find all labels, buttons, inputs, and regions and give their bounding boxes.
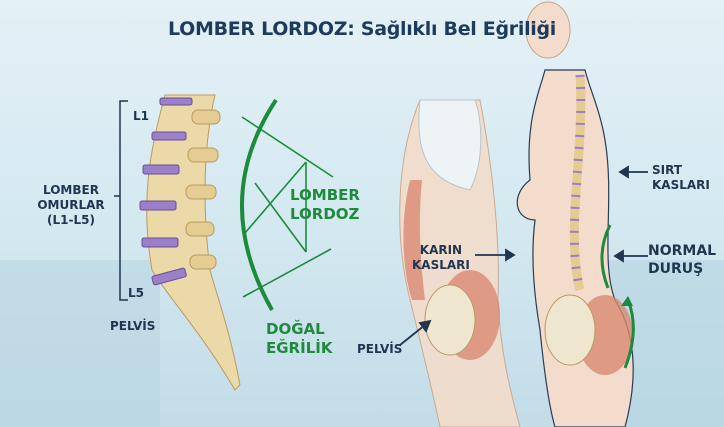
text: LOMBER	[43, 183, 99, 197]
text: LORDOZ	[290, 205, 360, 223]
pointer-arrows	[399, 165, 648, 346]
text: KASLARI	[412, 258, 470, 272]
page-title: LOMBER LORDOZ: Sağlıklı Bel Eğriliği	[167, 18, 557, 40]
text: KARIN	[419, 243, 463, 257]
posture-arrow-head	[621, 296, 633, 306]
label-pelvis-body: PELVİS	[357, 342, 403, 356]
label-normal-posture: NORMAL DURUŞ	[648, 242, 716, 278]
label-lumbar-lordosis: LOMBER LORDOZ	[290, 186, 360, 224]
cabinet	[0, 260, 160, 427]
text: LOMBER	[290, 186, 360, 204]
label-l5: L5	[128, 286, 144, 300]
label-l1: L1	[133, 109, 149, 123]
text: DOĞAL	[266, 320, 325, 338]
label-pelvis-spine: PELVİS	[110, 319, 156, 333]
text: (L1-L5)	[47, 213, 95, 227]
text: OMURLAR	[37, 198, 105, 212]
text: DURUŞ	[648, 261, 704, 277]
text: SIRT	[652, 163, 682, 177]
label-lumbar-vertebrae: LOMBER OMURLAR (L1-L5)	[30, 183, 112, 228]
body-figure-right	[516, 1, 634, 427]
label-abdominal-muscles: KARIN KASLARI	[412, 243, 470, 273]
text: NORMAL	[648, 243, 717, 259]
label-natural-curve: DOĞAL EĞRİLİK	[266, 320, 332, 358]
lumbar-spine	[139, 94, 241, 391]
text: KASLARI	[652, 178, 710, 192]
lordosis-curve	[240, 98, 334, 311]
label-back-muscles: SIRT KASLARI	[652, 163, 710, 193]
text: EĞRİLİK	[266, 339, 333, 357]
bracket	[114, 100, 128, 301]
body-figure-left	[399, 99, 521, 427]
